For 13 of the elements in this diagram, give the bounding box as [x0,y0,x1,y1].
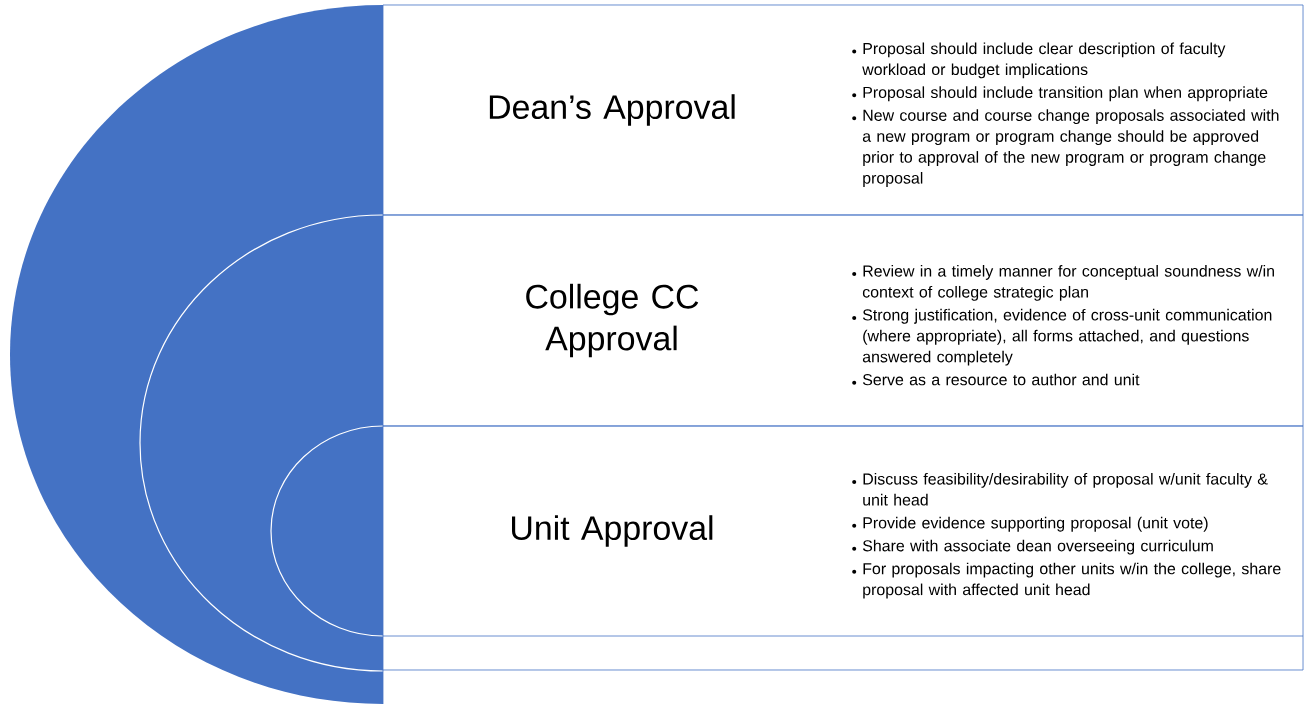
bullet-point: Discuss feasibility/desirability of proposal w/unit faculty & unit head [852,472,1268,506]
bullet-point: Share with associate dean overseeing curriculum [852,539,1213,555]
bullet-point: Provide evidence supporting proposal (unit vote) [852,516,1208,532]
row-title: College CC Approval [526,283,699,358]
bullet-point: Proposal should include clear description of faculty workload or budget implications [852,42,1226,79]
bullet-point: Proposal should include transition plan when appropriate [852,86,1268,102]
bullet-point: Serve as a resource to author and unit [852,373,1140,386]
row-title: Unit Approval [512,515,713,547]
bullet-point: New course and course change proposals associated with a new program or program change should be approved prior to approval of the new program or program change proposal [852,109,1279,187]
bullet-point: For proposals impacting other units w/in the college, share proposal with affected unit head [852,562,1281,599]
bullet-point: Strong justification, evidence of cross-unit communication (where appropriate), all forms attached, and questions answered completely [852,308,1272,366]
bullet-point: Review in a timely manner for conceptual soundness w/in context of college strategic plan [852,265,1274,301]
row-title: Dean’s Approval [489,94,735,126]
